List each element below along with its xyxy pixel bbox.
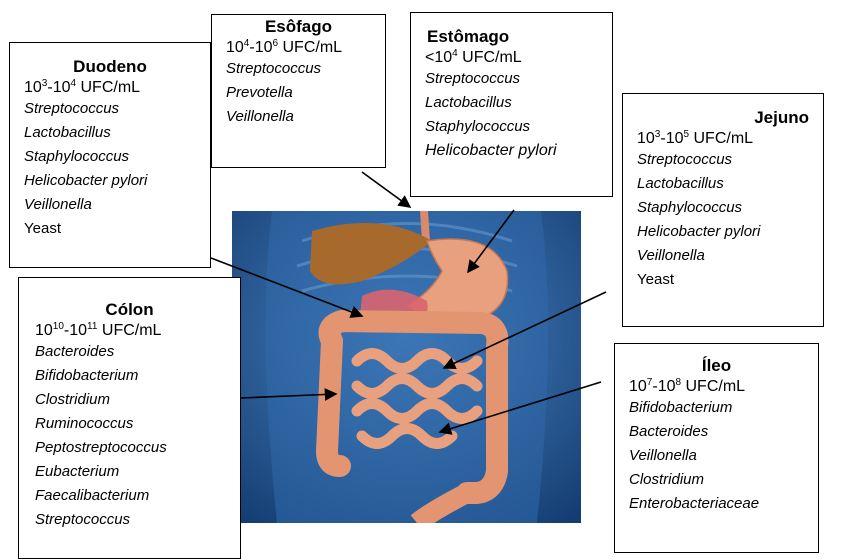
box-estomago: Estômago <104 UFC/mL Streptococcus Lacto… [410, 12, 613, 197]
box-ileo-title: Íleo [629, 356, 804, 376]
organism: Helicobacter pylori [425, 139, 598, 163]
organism: Prevotella [226, 81, 371, 105]
box-colon: Cólon 1010-1011 UFC/mL Bacteroides Bifid… [18, 277, 241, 559]
organism: Staphylococcus [637, 196, 809, 220]
organism: Veillonella [637, 244, 809, 268]
organism: Peptostreptococcus [35, 436, 224, 460]
organism: Faecalibacterium [35, 484, 224, 508]
box-jejuno-title: Jejuno [637, 108, 809, 128]
organism: Bacteroides [35, 340, 224, 364]
organism: Helicobacter pylori [24, 169, 196, 193]
organism: Lactobacillus [24, 121, 196, 145]
organism: Streptococcus [425, 67, 598, 91]
organism: Eubacterium [35, 460, 224, 484]
organism: Enterobacteriaceae [629, 492, 804, 516]
organism: Ruminococcus [35, 412, 224, 436]
organism: Streptococcus [24, 97, 196, 121]
box-esofago: Esôfago 104-106 UFC/mL Streptococcus Pre… [211, 14, 386, 168]
box-duodeno: Duodeno 103-104 UFC/mL Streptococcus Lac… [9, 42, 211, 268]
box-colon-title: Cólon [35, 300, 224, 320]
arrow-esofago [362, 172, 410, 207]
organism-yeast: Yeast [637, 268, 809, 292]
organism: Streptococcus [637, 148, 809, 172]
organism: Staphylococcus [24, 145, 196, 169]
organism: Staphylococcus [425, 115, 598, 139]
box-ileo: Íleo 107-108 UFC/mL Bifidobacterium Bact… [614, 343, 819, 553]
organism: Lactobacillus [637, 172, 809, 196]
box-duodeno-title: Duodeno [24, 57, 196, 77]
digestive-system-illustration [232, 211, 581, 523]
organism-yeast: Yeast [24, 217, 196, 241]
organism: Bacteroides [629, 420, 804, 444]
box-estomago-concentration: <104 UFC/mL [425, 49, 598, 67]
box-duodeno-concentration: 103-104 UFC/mL [24, 79, 196, 97]
organism: Streptococcus [35, 508, 224, 532]
organism: Helicobacter pylori [637, 220, 809, 244]
organism: Veillonella [24, 193, 196, 217]
organism: Veillonella [226, 105, 371, 129]
box-esofago-title: Esôfago [226, 17, 371, 37]
organism: Streptococcus [226, 57, 371, 81]
box-colon-concentration: 1010-1011 UFC/mL [35, 322, 224, 340]
box-ileo-concentration: 107-108 UFC/mL [629, 378, 804, 396]
box-jejuno: Jejuno 103-105 UFC/mL Streptococcus Lact… [622, 93, 824, 327]
organism: Clostridium [629, 468, 804, 492]
organism: Clostridium [35, 388, 224, 412]
organism: Lactobacillus [425, 91, 598, 115]
box-esofago-concentration: 104-106 UFC/mL [226, 39, 371, 57]
organism: Veillonella [629, 444, 804, 468]
organism: Bifidobacterium [35, 364, 224, 388]
box-estomago-title: Estômago [427, 27, 598, 47]
box-jejuno-concentration: 103-105 UFC/mL [637, 130, 809, 148]
organism: Bifidobacterium [629, 396, 804, 420]
